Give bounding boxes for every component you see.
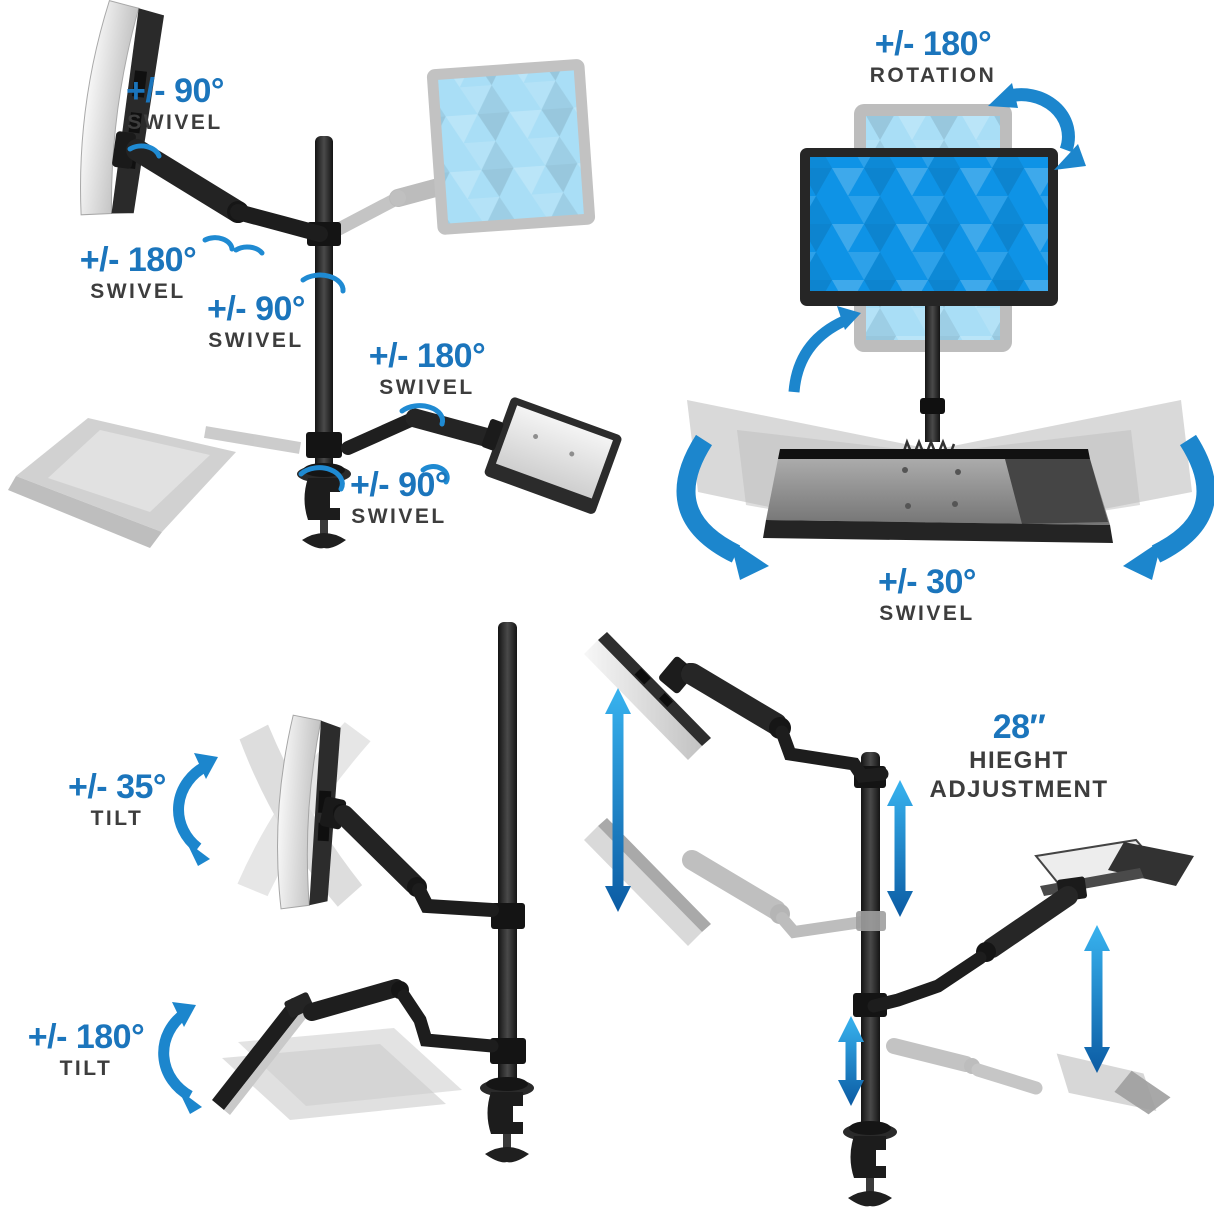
keyboard-tray-icon — [763, 449, 1113, 543]
keyboard-tray-arm — [341, 397, 622, 514]
monitor-front-icon — [800, 148, 1058, 306]
label-caption: TILT — [90, 806, 144, 830]
raised-tray-icon — [867, 838, 1194, 1013]
quadrant-top-right-art — [676, 83, 1214, 580]
label-value: +/- 30° — [878, 563, 977, 601]
quadrant-top-left-art — [8, 0, 622, 549]
label-monitor-swivel: +/- 90° SWIVEL — [126, 72, 225, 135]
label-value: +/- 90° — [350, 466, 449, 504]
swivel-swoosh-arrows — [676, 434, 1214, 580]
label-arm-swivel: +/- 180° SWIVEL — [79, 241, 197, 304]
label-value: +/- 180° — [79, 241, 197, 279]
label-value: +/- 90° — [207, 290, 306, 328]
label-caption: SWIVEL — [379, 375, 475, 399]
tilt-arc-arrow-icon — [788, 306, 861, 393]
tilted-tray-icon — [212, 979, 499, 1115]
label-value: +/- 180° — [874, 25, 992, 63]
tilt-arrow-top-icon — [173, 753, 218, 866]
label-caption: SWIVEL — [879, 601, 975, 625]
label-caption: SWIVEL — [208, 328, 304, 352]
label-caption-line1: HIEGHT — [969, 746, 1069, 774]
label-caption: ROTATION — [869, 63, 997, 87]
tilt-arrow-bottom-icon — [158, 1002, 202, 1114]
rotation-arrow-icon — [988, 83, 1086, 170]
label-value: +/- 180° — [27, 1018, 145, 1056]
label-screen-rotation: +/- 180° ROTATION — [870, 27, 997, 88]
label-value: +/- 35° — [68, 768, 167, 806]
label-value: +/- 180° — [368, 337, 486, 375]
quadrant-bottom-left-art — [158, 622, 534, 1163]
swivel-arc-icons — [127, 143, 450, 492]
label-monitor-tilt: +/- 35° TILT — [68, 768, 167, 831]
mount-pole-2 — [480, 622, 534, 1163]
ghost-flat-tray-icons — [222, 1028, 462, 1120]
label-pole-swivel: +/- 90° SWIVEL — [207, 290, 306, 353]
label-tray-swivel: +/- 30° SWIVEL — [878, 563, 977, 626]
quadrant-bottom-right-art — [584, 632, 1194, 1207]
label-caption-line2: ADJUSTMENT — [929, 776, 1109, 804]
label-caption: SWIVEL — [90, 279, 186, 303]
label-caption: SWIVEL — [351, 504, 447, 528]
label-value: +/- 90° — [126, 72, 225, 110]
label-value: 28″ — [992, 708, 1046, 746]
ghost-low-monitor-icon — [584, 818, 868, 946]
label-caption: TILT — [59, 1056, 113, 1080]
label-height-adjustment: 28″ HIEGHT ADJUSTMENT — [929, 710, 1108, 804]
monitor-arm-2 — [319, 796, 499, 917]
label-caption: SWIVEL — [127, 110, 223, 134]
ghost-low-tray-icon — [886, 1038, 1171, 1115]
label-tray-tilt: +/- 180° TILT — [27, 1018, 145, 1081]
ghost-keyboard-tray-icon — [8, 418, 301, 548]
ghost-monitor-icon — [330, 59, 596, 237]
height-arrow-icons — [605, 688, 1110, 1106]
mount-pole-3 — [843, 752, 897, 1207]
raised-monitor-icon — [584, 632, 889, 783]
label-base-swivel: +/- 90° SWIVEL — [350, 466, 449, 529]
label-tray-arm-swivel: +/- 180° SWIVEL — [368, 337, 486, 400]
